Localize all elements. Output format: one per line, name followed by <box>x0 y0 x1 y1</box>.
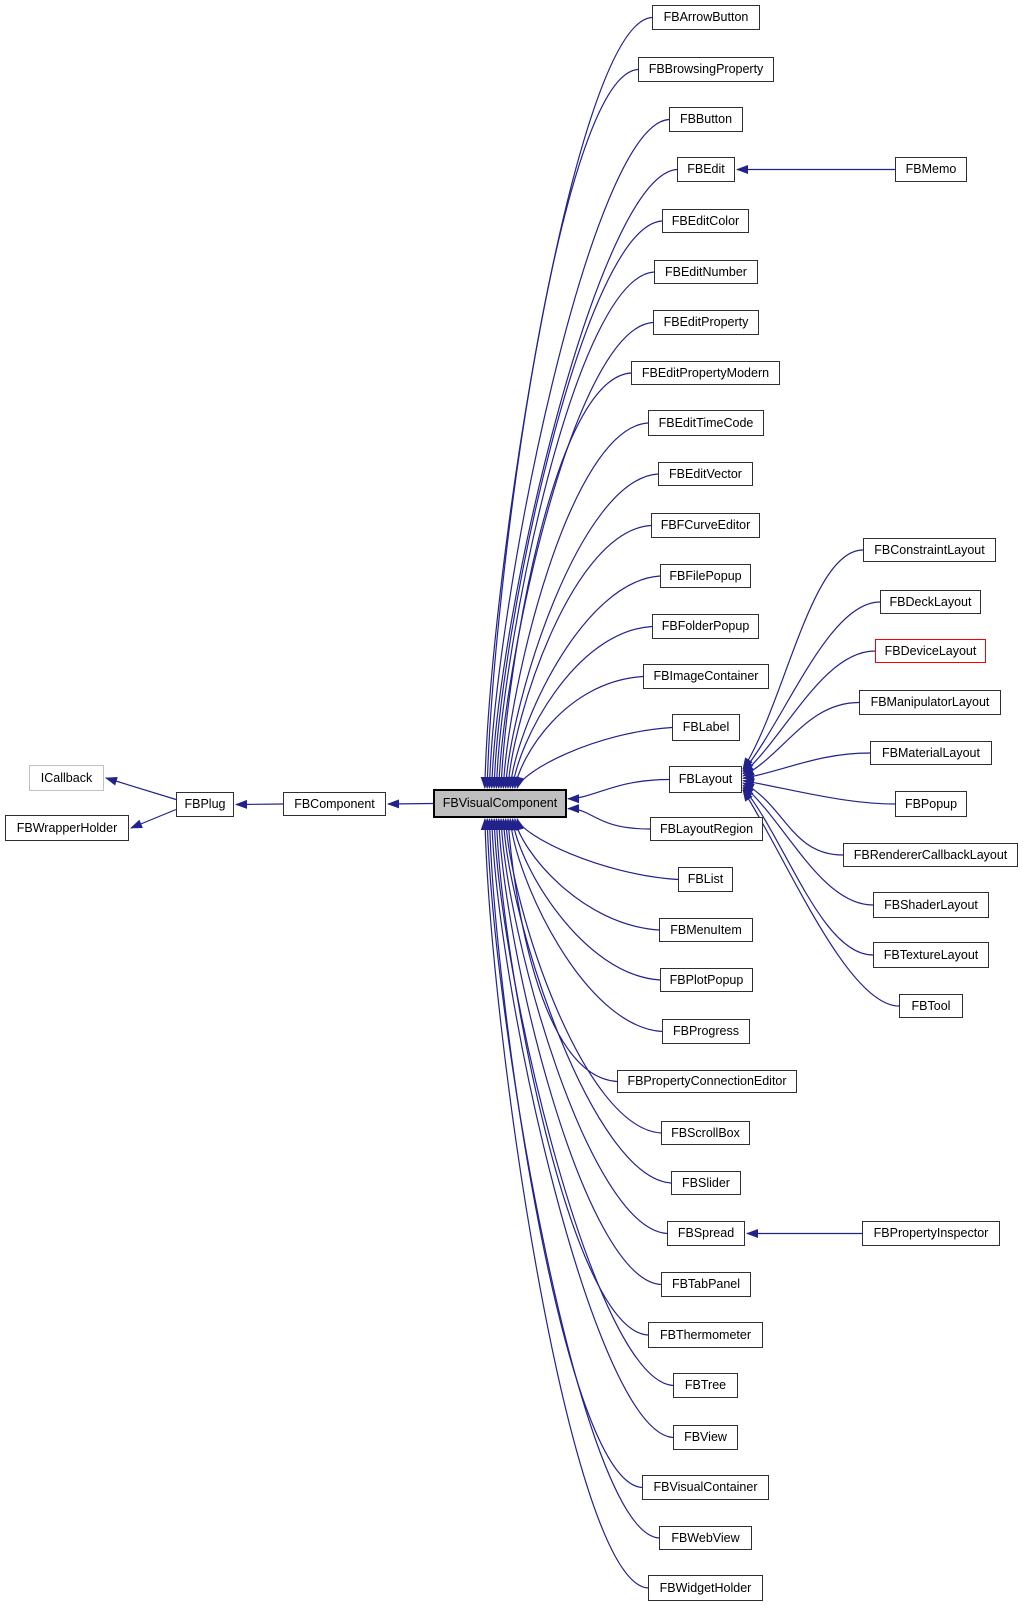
inheritance-edge-FBPlotPopup-to-FBVisualComponent <box>509 818 661 981</box>
class-node-FBBrowsingProperty[interactable]: FBBrowsingProperty <box>638 57 774 82</box>
inheritance-edge-FBWidgetHolder-to-FBVisualComponent <box>480 818 649 1589</box>
class-node-FBMemo[interactable]: FBMemo <box>895 157 967 182</box>
inheritance-edge-FBVisualContainer-to-FBVisualComponent <box>485 818 643 1489</box>
class-node-FBLayout[interactable]: FBLayout <box>669 766 742 793</box>
class-node-FBPlug[interactable]: FBPlug <box>176 792 234 817</box>
inheritance-edge-FBEditProperty-to-FBVisualComponent <box>494 321 654 789</box>
class-node-FBPropertyConnectionEditor[interactable]: FBPropertyConnectionEditor <box>617 1070 797 1093</box>
inheritance-edge-FBPopup-to-FBLayout <box>742 778 896 805</box>
class-node-FBVisualComponent: FBVisualComponent <box>433 789 567 818</box>
inheritance-edge-FBList-to-FBVisualComponent <box>516 818 679 881</box>
class-node-FBRendererCallbackLayout[interactable]: FBRendererCallbackLayout <box>843 843 1018 867</box>
inheritance-edge-FBFolderPopup-to-FBVisualComponent <box>509 625 653 789</box>
class-node-FBPlotPopup[interactable]: FBPlotPopup <box>660 968 753 992</box>
class-node-FBManipulatorLayout[interactable]: FBManipulatorLayout <box>859 690 1001 715</box>
class-node-FBFolderPopup[interactable]: FBFolderPopup <box>652 614 759 639</box>
inheritance-edge-FBProgress-to-FBVisualComponent <box>506 818 663 1033</box>
inheritance-edge-FBArrowButton-to-FBVisualComponent <box>480 16 653 789</box>
class-node-FBThermometer[interactable]: FBThermometer <box>648 1322 763 1348</box>
inheritance-edge-FBLayout-to-FBVisualComponent <box>567 778 670 804</box>
class-node-FBDeviceLayout[interactable]: FBDeviceLayout <box>875 639 986 663</box>
class-node-FBEditProperty[interactable]: FBEditProperty <box>653 310 759 335</box>
inheritance-edge-FBConstraintLayout-to-FBLayout <box>742 549 864 770</box>
inheritance-edge-FBPlug-to-ICallback <box>105 776 177 801</box>
class-node-FBComponent[interactable]: FBComponent <box>283 792 386 816</box>
inheritance-edge-FBWebView-to-FBVisualComponent <box>482 818 660 1539</box>
inheritance-edge-FBDeviceLayout-to-FBLayout <box>742 650 876 775</box>
class-node-FBEdit[interactable]: FBEdit <box>677 157 735 182</box>
inheritance-edge-FBEditPropertyModern-to-FBVisualComponent <box>496 372 632 789</box>
inheritance-edge-FBEditColor-to-FBVisualComponent <box>489 220 663 789</box>
class-node-FBButton[interactable]: FBButton <box>669 107 743 132</box>
inheritance-edge-FBFilePopup-to-FBVisualComponent <box>506 575 661 789</box>
inheritance-edge-FBEditTimeCode-to-FBVisualComponent <box>499 422 649 789</box>
inheritance-edge-FBSlider-to-FBVisualComponent <box>499 818 672 1184</box>
inheritance-edge-FBSpread-to-FBVisualComponent <box>497 818 668 1235</box>
inheritance-edge-FBShaderLayout-to-FBLayout <box>742 784 874 906</box>
inheritance-edge-FBScrollBox-to-FBVisualComponent <box>501 818 662 1134</box>
class-node-FBView[interactable]: FBView <box>673 1425 738 1450</box>
class-node-FBLayoutRegion[interactable]: FBLayoutRegion <box>650 817 763 841</box>
class-node-FBFilePopup[interactable]: FBFilePopup <box>660 564 751 588</box>
class-node-FBEditVector[interactable]: FBEditVector <box>658 462 753 486</box>
class-node-FBMenuItem[interactable]: FBMenuItem <box>659 918 753 942</box>
inheritance-edge-FBThermometer-to-FBVisualComponent <box>492 818 649 1336</box>
inheritance-edge-FBVisualComponent-to-FBComponent <box>387 799 434 809</box>
class-node-FBWrapperHolder[interactable]: FBWrapperHolder <box>5 815 129 841</box>
class-node-FBScrollBox[interactable]: FBScrollBox <box>661 1121 750 1145</box>
inheritance-edge-FBView-to-FBVisualComponent <box>487 818 674 1439</box>
inheritance-edge-FBButton-to-FBVisualComponent <box>485 118 670 789</box>
class-node-FBSpread[interactable]: FBSpread <box>667 1221 745 1246</box>
class-node-FBImageContainer[interactable]: FBImageContainer <box>643 664 769 689</box>
class-node-FBPropertyInspector[interactable]: FBPropertyInspector <box>862 1221 1000 1246</box>
inheritance-edge-FBTabPanel-to-FBVisualComponent <box>494 818 662 1286</box>
inheritance-edge-FBEdit-to-FBVisualComponent <box>487 168 678 789</box>
inheritance-edge-FBImageContainer-to-FBVisualComponent <box>512 675 644 789</box>
inheritance-edge-FBDeckLayout-to-FBLayout <box>742 601 881 773</box>
inheritance-edge-FBComponent-to-FBPlug <box>235 799 284 809</box>
inheritance-edge-FBManipulatorLayout-to-FBLayout <box>742 701 860 777</box>
inheritance-edge-FBBrowsingProperty-to-FBVisualComponent <box>482 68 639 789</box>
class-node-FBArrowButton[interactable]: FBArrowButton <box>652 5 760 30</box>
class-node-FBTool[interactable]: FBTool <box>899 994 963 1018</box>
class-node-FBEditColor[interactable]: FBEditColor <box>662 209 749 233</box>
inheritance-edge-FBTextureLayout-to-FBLayout <box>742 786 874 956</box>
inheritance-edge-FBEditNumber-to-FBVisualComponent <box>492 271 655 789</box>
class-node-ICallback: ICallback <box>29 765 104 791</box>
inheritance-edge-FBLabel-to-FBVisualComponent <box>516 726 673 789</box>
inheritance-edge-FBEditVector-to-FBVisualComponent <box>501 473 659 789</box>
inheritance-edge-FBMaterialLayout-to-FBLayout <box>742 752 871 781</box>
class-node-FBLabel[interactable]: FBLabel <box>672 714 740 741</box>
class-node-FBMaterialLayout[interactable]: FBMaterialLayout <box>870 741 992 765</box>
class-node-FBTabPanel[interactable]: FBTabPanel <box>661 1272 751 1297</box>
class-node-FBEditTimeCode[interactable]: FBEditTimeCode <box>648 410 764 436</box>
inheritance-edge-FBRendererCallbackLayout-to-FBLayout <box>742 782 844 856</box>
class-node-FBWebView[interactable]: FBWebView <box>659 1526 752 1550</box>
class-node-FBDeckLayout[interactable]: FBDeckLayout <box>880 590 981 614</box>
class-node-FBTextureLayout[interactable]: FBTextureLayout <box>873 942 989 968</box>
class-node-FBTree[interactable]: FBTree <box>673 1373 738 1398</box>
inheritance-edge-FBPropertyConnectionEditor-to-FBVisualComponent <box>504 818 618 1083</box>
inheritance-edge-FBTree-to-FBVisualComponent <box>489 818 674 1387</box>
class-node-FBSlider[interactable]: FBSlider <box>671 1171 741 1195</box>
class-node-FBPopup[interactable]: FBPopup <box>895 791 967 817</box>
class-node-FBShaderLayout[interactable]: FBShaderLayout <box>873 892 989 918</box>
class-node-FBFCurveEditor[interactable]: FBFCurveEditor <box>651 513 760 538</box>
class-node-FBVisualContainer[interactable]: FBVisualContainer <box>642 1475 769 1500</box>
class-node-FBWidgetHolder[interactable]: FBWidgetHolder <box>648 1575 763 1601</box>
inheritance-edge-FBPlug-to-FBWrapperHolder <box>130 808 177 829</box>
class-node-FBEditPropertyModern[interactable]: FBEditPropertyModern <box>631 361 780 385</box>
class-node-FBConstraintLayout[interactable]: FBConstraintLayout <box>863 538 996 562</box>
class-node-FBProgress[interactable]: FBProgress <box>662 1019 750 1044</box>
class-node-FBEditNumber[interactable]: FBEditNumber <box>654 260 758 284</box>
inheritance-edge-FBMenuItem-to-FBVisualComponent <box>512 818 660 931</box>
inheritance-edge-FBLayoutRegion-to-FBVisualComponent <box>567 804 651 830</box>
inheritance-edge-FBFCurveEditor-to-FBVisualComponent <box>504 524 652 789</box>
class-node-FBList[interactable]: FBList <box>678 867 733 892</box>
